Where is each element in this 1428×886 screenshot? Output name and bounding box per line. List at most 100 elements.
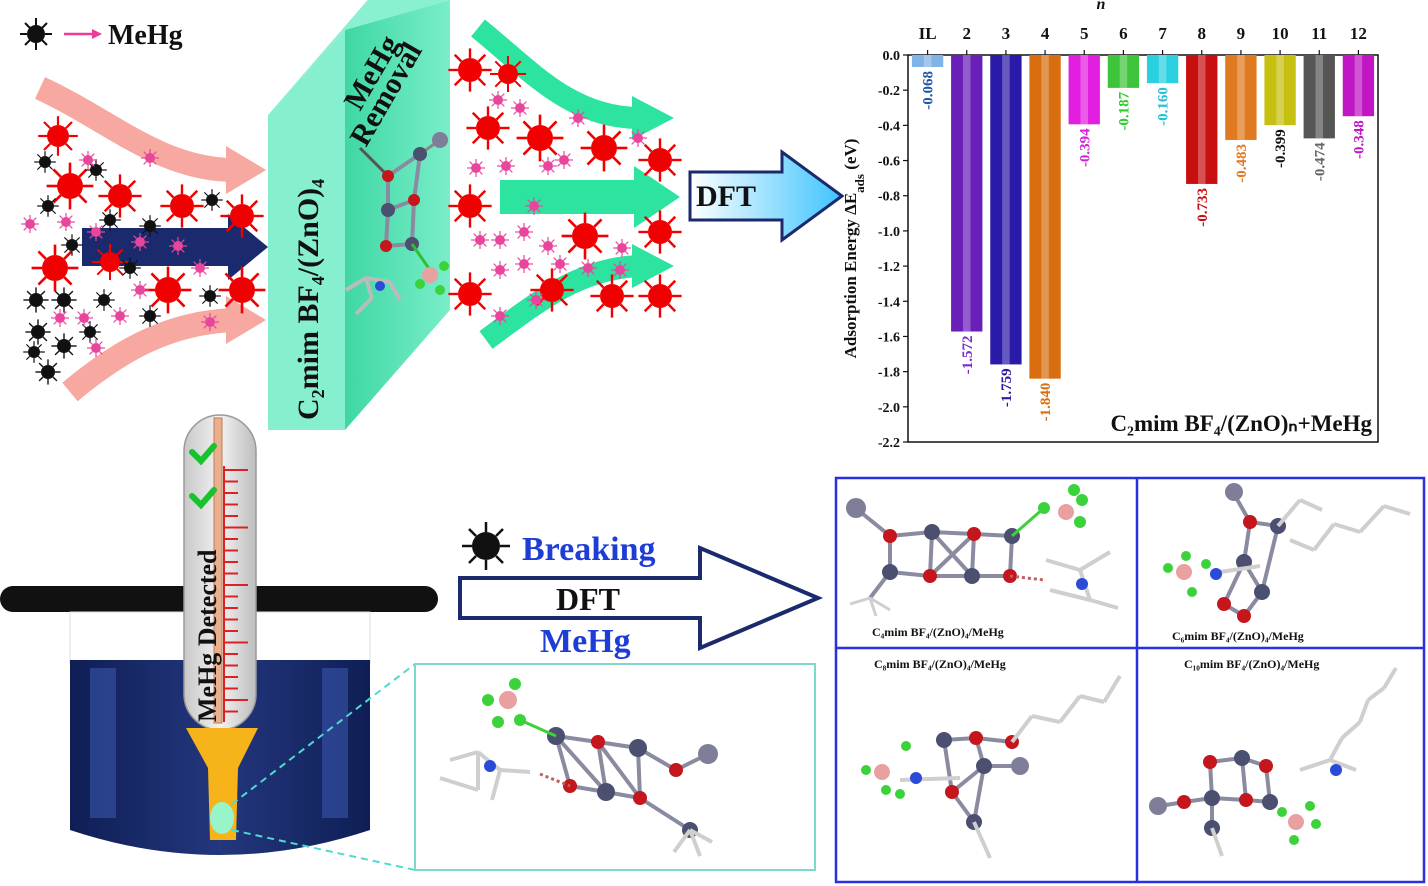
bar-11 [1303, 55, 1335, 139]
y-tick-label: -1.2 [878, 260, 900, 275]
y-tick-label: -0.2 [878, 84, 900, 99]
pink-particle [111, 307, 129, 325]
pot-shine-left [90, 668, 116, 818]
legend-arrow-icon [64, 29, 102, 39]
mehg-particle [51, 333, 77, 359]
pink-particle [579, 259, 597, 277]
y-tick-label: -1.0 [878, 225, 900, 240]
x-category-label: 11 [1311, 24, 1327, 43]
y-tick-label: -0.6 [878, 155, 900, 170]
top-axis-label: n [1097, 0, 1106, 13]
breaking-mehg-label: MeHg [540, 623, 631, 660]
pink-particle [629, 129, 647, 147]
mehg-particle [23, 287, 49, 313]
thermometer-column [213, 417, 223, 724]
red-particle [448, 184, 492, 228]
y-tick-label: -2.2 [878, 436, 900, 451]
pink-particle [51, 309, 69, 327]
x-category-label: 12 [1350, 24, 1367, 43]
mehg-particle [85, 159, 107, 181]
red-particle [220, 194, 264, 238]
x-category-label: 9 [1237, 24, 1246, 43]
breaking-arrow: Breaking DFT MeHg [458, 522, 824, 660]
pink-particle [131, 281, 149, 299]
red-particle [448, 272, 492, 316]
value-label: -0.068 [921, 71, 937, 110]
bar-3 [990, 55, 1022, 365]
y-tick-label: -1.6 [878, 330, 900, 345]
x-category-label: 7 [1158, 24, 1167, 43]
red-particle [561, 212, 609, 260]
bar-shine [1080, 55, 1089, 125]
pink-particle [511, 99, 529, 117]
bar-IL [911, 55, 944, 67]
pink-particle [497, 157, 515, 175]
bar-shine [1237, 55, 1245, 140]
bar-shine [1354, 55, 1363, 117]
pink-particle [611, 261, 629, 279]
red-particle [448, 48, 492, 92]
red-particle [144, 266, 192, 314]
value-label: -0.399 [1273, 129, 1289, 168]
bar-2 [951, 55, 983, 332]
x-category-label: IL [919, 24, 937, 43]
mehg-particle [139, 305, 161, 327]
pink-particle [79, 151, 97, 169]
structure-c10-label: C₁₀mim BF₄/(ZnO)₄/MeHg [1184, 657, 1319, 671]
ionic-liquid-panel: C₂mim BF₄/(ZnO)₄ MeHg Removal [268, 0, 450, 430]
structure-c4-label: C₄mim BF₄/(ZnO)₄/MeHg [872, 625, 1004, 639]
bar-4 [1029, 55, 1061, 379]
y-tick-label: 0.0 [883, 49, 901, 64]
pink-arrow-bottom-head [226, 296, 266, 344]
green-arrow-mid [500, 180, 640, 214]
green-arrow-mid-head [634, 166, 680, 228]
pink-particle [489, 91, 507, 109]
inflow-arrows [35, 77, 268, 402]
red-particle [530, 268, 574, 312]
pink-particle [551, 255, 569, 273]
red-particle [638, 138, 682, 182]
structure-grid: C₄mim BF₄/(ZnO)₄/MeHg C₆mim B [834, 476, 1426, 884]
bar-shine [1041, 55, 1049, 379]
dft-arrow-shape [688, 149, 845, 243]
red-particle [31, 244, 79, 292]
panel-formula-label: C₂mim BF₄/(ZnO)₄ [292, 179, 325, 420]
red-particle [46, 162, 94, 210]
red-particle [38, 116, 78, 156]
pink-particle [491, 261, 509, 279]
y-tick-label: -1.4 [878, 295, 900, 310]
y-tick-label: -0.4 [878, 119, 900, 134]
bar-shine [923, 55, 932, 67]
x-category-label: 10 [1272, 24, 1289, 43]
bar-5 [1068, 55, 1100, 125]
pink-particle [569, 109, 587, 127]
red-particle [218, 266, 266, 314]
y-tick-label: -1.8 [878, 366, 900, 381]
bar-shine [1197, 55, 1206, 184]
panel-molecule [344, 132, 449, 316]
mehg-particle [61, 234, 83, 256]
breaking-label: Breaking [522, 531, 656, 568]
y-tick-label: -2.0 [878, 401, 900, 416]
x-category-label: 5 [1080, 24, 1089, 43]
pink-particle [491, 307, 509, 325]
structure-c6: C₆mim BF₄/(ZnO)₄/MeHg [1163, 483, 1411, 643]
mehg-particle [119, 257, 141, 279]
structure-c4: C₄mim BF₄/(ZnO)₄/MeHg [846, 484, 1119, 639]
zoom-molecule [439, 678, 718, 857]
mehg-particle [93, 289, 115, 311]
bar-8 [1186, 55, 1218, 184]
bar-shine [1002, 55, 1010, 365]
pink-particle [131, 233, 149, 251]
pink-arrow-top-head [226, 146, 266, 194]
value-label: -0.348 [1351, 120, 1367, 159]
navy-arrow-head [228, 214, 268, 280]
mehg-particle [201, 189, 223, 211]
pot-shine-right [322, 668, 348, 818]
x-category-label: 2 [963, 24, 972, 43]
pink-particle [191, 259, 209, 277]
dft-arrow-top: DFT [688, 149, 845, 243]
value-label: -0.733 [1195, 188, 1211, 227]
bar-9 [1225, 55, 1257, 140]
